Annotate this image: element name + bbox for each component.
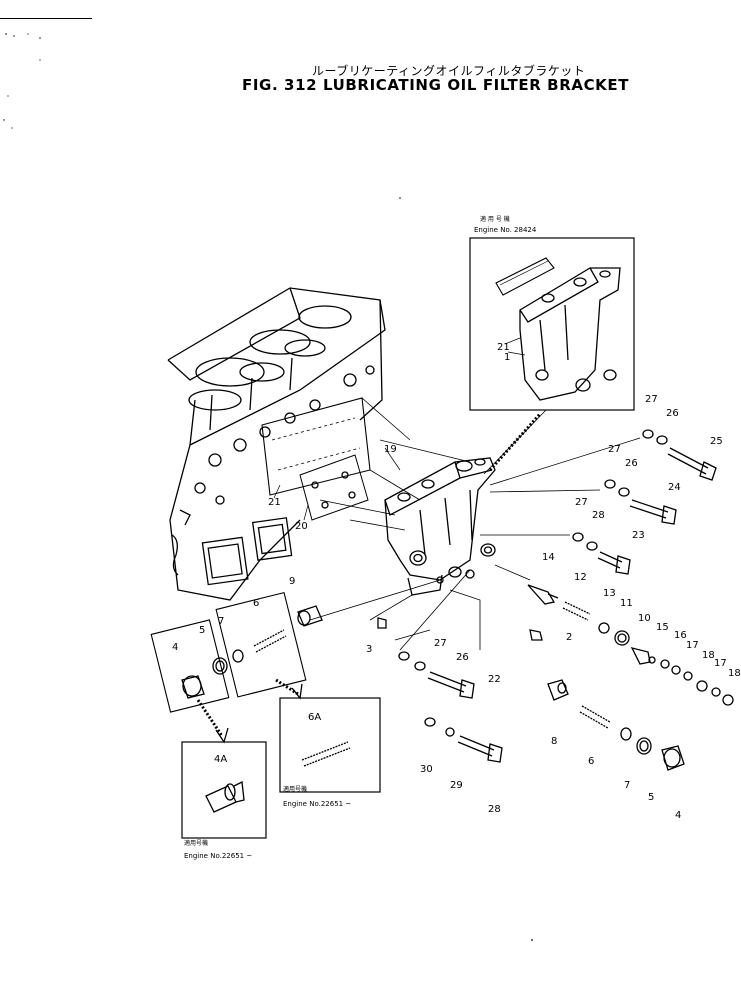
lower-chain [547,679,685,771]
bolt-25 [642,429,717,481]
part-number-30: 30 [420,764,433,775]
part-number-11: 11 [620,598,633,609]
bolt-24 [604,479,677,525]
bolt-23 [572,532,631,575]
part-number-26b: 26 [625,458,638,469]
part-number-29: 29 [450,780,463,791]
part-number-16: 16 [674,630,687,641]
part-number-19: 19 [384,444,397,455]
part-number-24: 24 [668,482,681,493]
part-number-7: 7 [218,616,224,627]
bolt-28 [424,717,503,763]
part-number-8: 8 [551,736,557,747]
part-number-3: 3 [366,644,372,655]
figure-title: FIG. 312 LUBRICATING OIL FILTER BRACKET [242,76,630,94]
part-number-4: 4 [172,642,178,653]
part-number-6a: 6A [308,712,321,723]
part-number-18b: 18 [728,668,741,679]
part-number-10: 10 [638,613,651,624]
corner-rule [0,18,92,19]
nut-2 [529,629,543,641]
bolt-22 [398,651,475,699]
inset-spring [279,697,381,793]
filter-bracket [384,457,496,596]
part-number-20: 20 [295,521,308,532]
left-chain [150,591,323,713]
part-number-4a: 4A [214,754,227,765]
part-number-23: 23 [632,530,645,541]
part-number-26a: 26 [666,408,679,419]
part-number-14: 14 [542,552,555,563]
part-number-2: 2 [566,632,572,643]
part-number-27c: 27 [575,497,588,508]
inset-top-applicable-label: 適 用 号 機 [480,215,510,223]
part-number-27b: 27 [608,444,621,455]
part-number-28: 28 [488,804,501,815]
dowel-arrow [483,409,547,475]
part-number-7b: 7 [624,780,630,791]
leader-lines [319,397,471,531]
inset-spring-applicable-label: 適用号機 [283,785,307,793]
part-number-1: 1 [504,352,510,363]
part-labels: 21 1 19 21 20 27 26 25 27 26 24 27 28 23… [172,342,741,821]
part-number-6: 6 [253,598,259,609]
part-number-27d: 27 [434,638,447,649]
scan-speckle [3,33,533,941]
part-number-17b: 17 [714,658,727,669]
figure-title-japanese: ルーブリケーティングオイルフィルタブラケット [312,64,586,78]
part-number-28b: 28 [592,510,605,521]
part-number-18a: 18 [702,650,715,661]
part-number-5: 5 [199,625,205,636]
part-number-21: 21 [497,342,510,353]
part-number-25: 25 [710,436,723,447]
part-number-17a: 17 [686,640,699,651]
inset-top-engine-label: Engine No. 28424 [474,226,537,234]
part-number-6b: 6 [588,756,594,767]
part-number-22: 22 [488,674,501,685]
engine-block [167,287,386,601]
plug-3 [377,617,387,629]
part-number-12: 12 [574,572,587,583]
inset-arrows [196,678,303,744]
part-number-9: 9 [289,576,295,587]
part-number-26c: 26 [456,652,469,663]
inset-spring-engine-label: Engine No.22651 ~ [283,800,351,808]
part-number-27a: 27 [645,394,658,405]
part-number-21b: 21 [268,497,281,508]
valve-chain [527,584,734,706]
inset-plug-engine-label: Engine No.22651 ~ [184,852,252,860]
inset-plug-applicable-label: 適用号機 [184,839,208,847]
inset-captions: 適 用 号 機 Engine No. 28424 適用号機 Engine No.… [184,215,537,860]
inset-plug [181,741,267,839]
part-number-4b: 4 [675,810,681,821]
fastener-leaders [309,437,641,651]
inset-top [469,237,635,411]
part-number-15: 15 [656,622,669,633]
part-number-5b: 5 [648,792,654,803]
part-number-13: 13 [603,588,616,599]
